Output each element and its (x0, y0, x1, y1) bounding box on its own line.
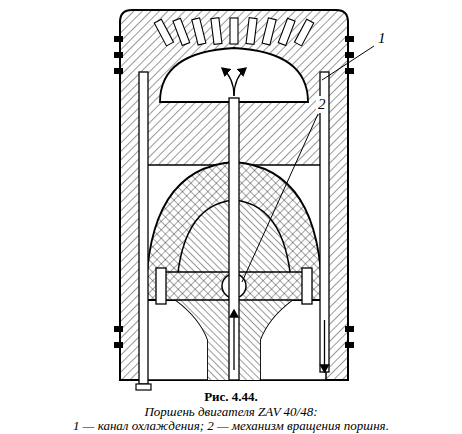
tie-bolt (139, 72, 148, 384)
flow-arrow (222, 68, 234, 96)
cooling-slot (211, 18, 222, 45)
cooling-slot (294, 19, 313, 46)
cooling-slot (278, 18, 295, 45)
flow-arrow (233, 310, 234, 370)
cooling-slot (262, 18, 276, 45)
cooling-slot (192, 18, 206, 45)
leader-line (322, 46, 374, 80)
cooling-slots (154, 18, 313, 46)
cooling-slot (154, 19, 173, 46)
piston-body (120, 10, 348, 380)
rod-fill (176, 300, 292, 380)
mechanism-end (156, 268, 166, 304)
bolt-nut (136, 384, 151, 390)
flow-arrow (234, 68, 246, 96)
crown-cavity (160, 48, 308, 102)
rod-neck (176, 300, 292, 380)
flow-arrow (324, 320, 325, 372)
cooling-slot (230, 18, 238, 44)
cooling-slot (173, 18, 190, 45)
cooling-channel (320, 72, 329, 372)
callout-number: 2 (316, 96, 328, 113)
oil-channel (229, 98, 239, 380)
caption-title: Поршень двигателя ZAV 40/48: (0, 405, 462, 420)
mechanism-end (302, 268, 312, 304)
caption-legend: 1 — канал охлаждения; 2 — механизм враще… (0, 419, 462, 434)
callout-number: 1 (376, 30, 388, 47)
piston-rings (114, 36, 354, 348)
leader-line (242, 114, 318, 282)
cooling-slot (246, 18, 257, 45)
figure-number: Рис. 4.44. (0, 390, 462, 405)
